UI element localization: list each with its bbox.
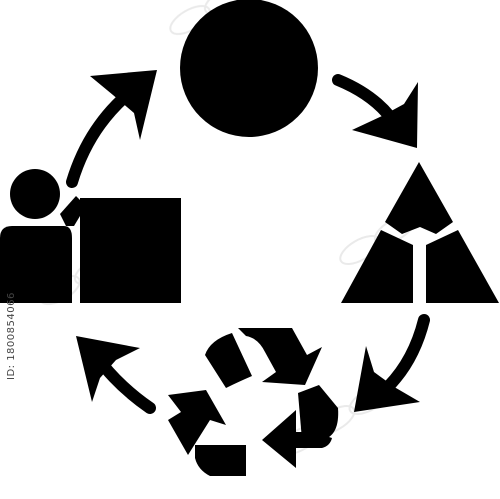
person-body	[0, 226, 72, 303]
stock-image-id: ID: 1800854066	[6, 292, 17, 380]
recycle-icon	[168, 328, 339, 476]
cycle-arrow-bottom-left	[76, 336, 156, 414]
segmented-triangle-icon	[341, 162, 499, 303]
carried-box	[80, 198, 181, 303]
cycle-arrow-top-left	[66, 70, 157, 188]
person-with-box-icon	[0, 169, 181, 303]
cycle-arrow-top-right	[332, 74, 418, 148]
person-arm	[60, 196, 86, 226]
circle-icon	[180, 0, 318, 137]
icon-artwork	[0, 0, 499, 476]
cycle-arrow-bottom-right	[354, 314, 430, 412]
person-head	[10, 169, 60, 219]
